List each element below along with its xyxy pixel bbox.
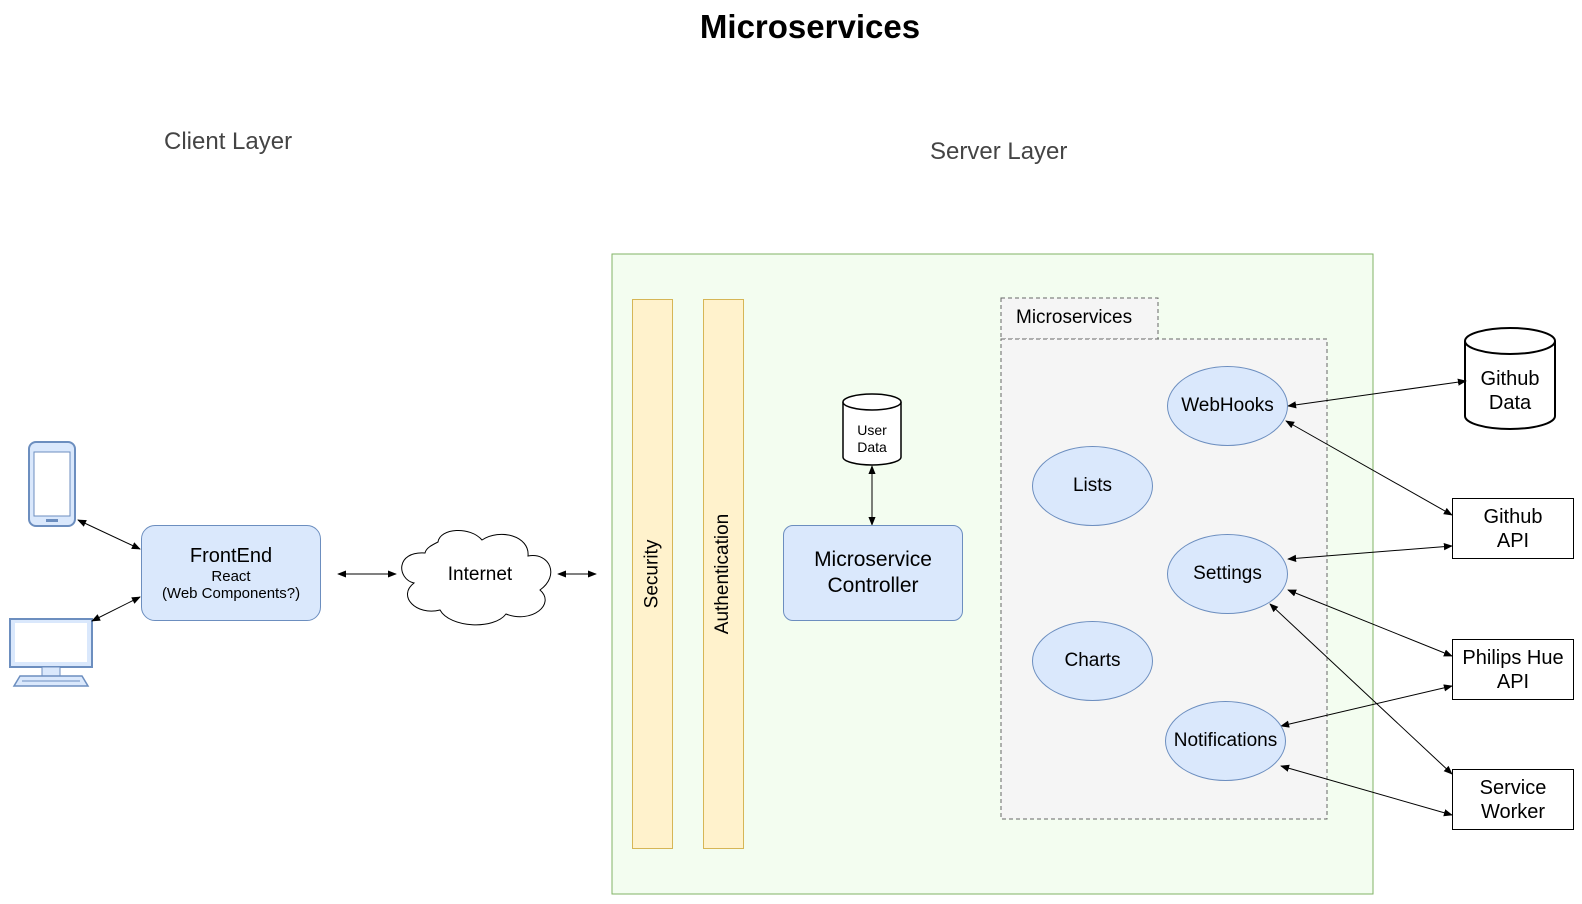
- frontend-line2: (Web Components?): [161, 584, 301, 602]
- github-data-label: Github Data: [1465, 366, 1555, 416]
- connector-phone-frontend: [77, 519, 141, 550]
- service-worker-box: Service Worker: [1452, 769, 1574, 830]
- controller-line2: Controller: [827, 574, 919, 597]
- authentication-label: Authentication: [712, 513, 734, 635]
- microservices-group-label: Microservices: [1016, 307, 1133, 328]
- user-data-line1: User: [857, 422, 887, 438]
- microservice-controller-box: Microservice Controller: [783, 525, 963, 621]
- desktop-computer-icon: [9, 618, 93, 687]
- page-title: Microservices: [699, 8, 921, 45]
- notifications-service: Notifications: [1165, 701, 1286, 781]
- webhooks-service: WebHooks: [1167, 366, 1288, 446]
- connector-webhooks-githubdata: [1287, 378, 1467, 409]
- connector-desktop-frontend: [91, 596, 141, 622]
- internet-label: Internet: [447, 564, 513, 585]
- github-api-line2: API: [1496, 529, 1530, 552]
- github-data-database: [1464, 327, 1556, 430]
- user-data-database: [842, 393, 902, 466]
- philips-hue-line1: Philips Hue: [1462, 646, 1564, 669]
- philips-hue-line2: API: [1496, 670, 1530, 693]
- user-data-label: User Data: [843, 419, 901, 459]
- connectors: [77, 378, 1467, 817]
- github-data-line1: Github: [1480, 368, 1540, 390]
- controller-line1: Microservice: [814, 548, 932, 571]
- smartphone-icon: [28, 441, 76, 527]
- connector-notifications-philipshue: [1280, 684, 1453, 728]
- frontend-box: FrontEnd React (Web Components?): [141, 525, 321, 621]
- security-bar: Security: [632, 299, 673, 849]
- service-worker-line2: Worker: [1480, 800, 1546, 823]
- connector-webhooks-githubapi: [1285, 420, 1453, 516]
- client-layer-label: Client Layer: [164, 128, 293, 155]
- settings-service: Settings: [1167, 534, 1288, 614]
- github-api-box: Github API: [1452, 498, 1574, 559]
- cloud-icon: [401, 530, 552, 626]
- lists-service: Lists: [1032, 446, 1153, 526]
- philips-hue-api-box: Philips Hue API: [1452, 639, 1574, 700]
- github-data-line2: Data: [1488, 392, 1532, 414]
- security-label: Security: [641, 539, 663, 609]
- frontend-line1: React: [211, 567, 251, 585]
- connector-settings-githubapi: [1287, 543, 1453, 562]
- user-data-line2: Data: [857, 439, 887, 455]
- github-api-line1: Github: [1483, 505, 1543, 528]
- server-layer-label: Server Layer: [930, 138, 1068, 165]
- frontend-title: FrontEnd: [189, 544, 273, 567]
- connector-notifications-serviceworker: [1280, 764, 1453, 817]
- charts-service: Charts: [1032, 621, 1153, 701]
- authentication-bar: Authentication: [703, 299, 744, 849]
- service-worker-line1: Service: [1479, 776, 1547, 799]
